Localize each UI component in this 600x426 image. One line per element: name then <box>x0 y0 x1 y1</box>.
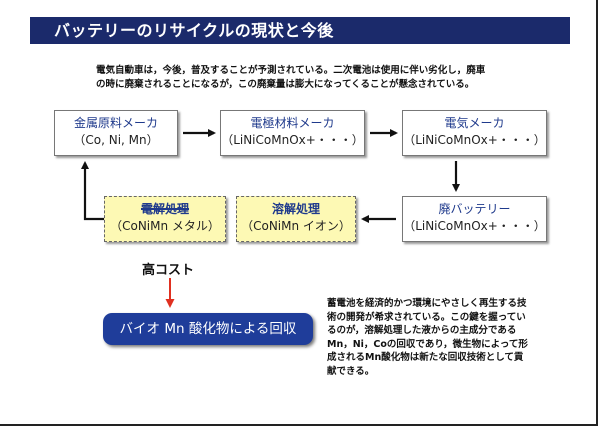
waste-battery-detail: （LiNiCoMnOx+・・・） <box>403 219 546 233</box>
box-electric-maker: 電気メーカ （LiNiCoMnOx+・・・） <box>402 110 547 156</box>
material-maker-label: 金属原料メーカ <box>73 116 158 130</box>
box-waste-battery: 廃バッテリー （LiNiCoMnOx+・・・） <box>402 196 547 242</box>
electrolysis-detail: （CoNiMn メタル） <box>110 219 220 233</box>
electrode-maker-label: 電極材料メーカ <box>250 116 335 130</box>
box-material-maker: 金属原料メーカ （Co, Ni, Mn） <box>54 110 178 156</box>
box-dissolution: 溶解処理 （CoNiMn イオン） <box>236 196 356 242</box>
bio-recovery-box: バイオ Mn 酸化物による回収 <box>103 313 313 345</box>
description-line-5: 成されるMn酸化物は新たな回収技術として貢 <box>327 352 524 363</box>
arrow-electrolysis-to-material <box>81 161 104 221</box>
description-line-2: 術の開発が希求されている。この鍵を握ってい <box>327 311 526 323</box>
dissolution-detail: （CoNiMn イオン） <box>241 219 351 233</box>
box-electrolysis: 電解処理 （CoNiMn メタル） <box>104 196 226 242</box>
description-text: 蓄電池を経済的かつ環境にやさしく再生する技 術の開発が希求されている。この鍵を握… <box>327 297 562 378</box>
electrode-maker-detail: （LiNiCoMnOx+・・・） <box>221 133 364 147</box>
electric-maker-detail: （LiNiCoMnOx+・・・） <box>403 133 546 147</box>
intro-text: 電気自動車は，今後，普及することが予測されている。二次電池は使用に伴い劣化し，廃… <box>96 64 536 92</box>
intro-line-1: 電気自動車は，今後，普及することが予測されている。二次電池は使用に伴い劣化し，廃… <box>96 65 486 76</box>
description-line-6: 献できる。 <box>327 365 375 377</box>
box-electrode-maker: 電極材料メーカ （LiNiCoMnOx+・・・） <box>220 110 365 156</box>
page-title: バッテリーのリサイクルの現状と今後 <box>30 17 570 44</box>
description-line-1: 蓄電池を経済的かつ環境にやさしく再生する技 <box>327 298 527 309</box>
electric-maker-label: 電気メーカ <box>444 116 505 130</box>
cost-note: 高コスト <box>142 263 195 278</box>
material-maker-detail: （Co, Ni, Mn） <box>73 133 159 147</box>
intro-line-2: の時に廃棄されることになるが，この廃棄量は膨大になってくることが懸念されている。 <box>96 79 475 90</box>
description-line-4: Mn，Ni，Coの回収であり，微生物によって形 <box>327 338 528 350</box>
waste-battery-label: 廃バッテリー <box>438 202 511 216</box>
electrolysis-label: 電解処理 <box>140 202 189 216</box>
description-line-3: るのが，溶解処理した液からの主成分である <box>327 325 517 336</box>
dissolution-label: 溶解処理 <box>271 202 320 216</box>
